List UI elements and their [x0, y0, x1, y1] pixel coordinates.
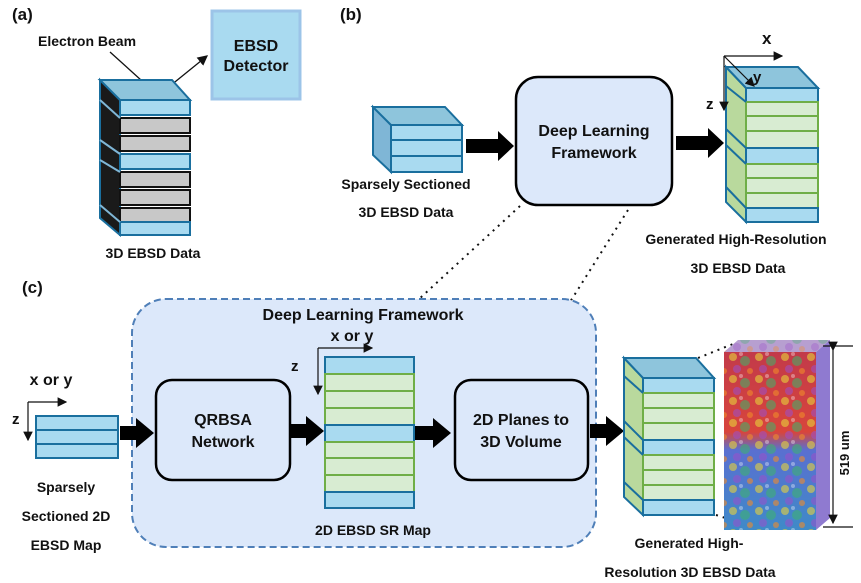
panel-c-sr-axis-z: z: [291, 358, 299, 375]
panel-b-output-stack: [723, 64, 821, 225]
panel-c-planes-line2: 3D Volume: [480, 434, 562, 451]
panel-b-output-line2: 3D EBSD Data: [691, 260, 786, 276]
panel-c-planes-line1: 2D Planes to: [473, 412, 569, 429]
panel-c-input-axis-z: z: [12, 411, 20, 428]
panel-c-qrbsa-line1: QRBSA: [194, 412, 252, 429]
panel-c-arrow-3: [415, 418, 451, 448]
ebsd-detector-box: [210, 9, 302, 101]
detector-label-line1: EBSD: [234, 38, 278, 55]
panel-c-input-axis-xy: x or y: [30, 372, 73, 389]
panel-c-arrow-4: [590, 416, 624, 446]
panel-b-input-line2: 3D EBSD Data: [359, 204, 454, 220]
panel-c-arrow-1: [120, 418, 154, 448]
panel-c-arrow-2: [290, 416, 324, 446]
panel-b-framework-line2: Framework: [551, 145, 636, 162]
panel-b-label: (b): [340, 5, 362, 24]
panel-c-sr-axis-xy: x or y: [331, 328, 374, 345]
zoom-connector-right: [569, 209, 629, 303]
panel-b-axis-y-label: y: [753, 69, 762, 86]
panel-c-framework-title: Deep Learning Framework: [263, 307, 464, 324]
volume-connector-top: [697, 341, 739, 359]
electron-beam-label: Electron Beam: [38, 33, 136, 49]
panel-c-input-line2: Sectioned 2D: [22, 508, 111, 524]
panel-b-output-line1: Generated High-Resolution: [645, 231, 826, 247]
panel-b-framework-box: [514, 75, 674, 207]
panel-c-label: (c): [22, 278, 43, 297]
panel-c-sr-map: [324, 356, 415, 509]
zoom-connector-left: [417, 205, 521, 301]
panel-b-input-line1: Sparsely Sectioned: [341, 176, 470, 192]
panel-c-qrbsa-line2: Network: [191, 434, 254, 451]
panel-b-arrow-in: [466, 131, 514, 161]
panel-a-stack-label: 3D EBSD Data: [106, 245, 201, 261]
panel-c-output-line2: Resolution 3D EBSD Data: [604, 564, 775, 580]
panel-c-input-line1: Sparsely: [37, 479, 96, 495]
panel-c-planes-box: [453, 378, 590, 482]
panel-c-qrbsa-box: [154, 378, 292, 482]
panel-a-label: (a): [12, 5, 33, 24]
scale-bar-label: 519 um: [837, 431, 852, 476]
panel-b-axis-z-label: z: [706, 96, 714, 113]
panel-c-input-map: [35, 415, 119, 459]
detector-label-line2: Detector: [224, 58, 289, 75]
panel-a-ebsd-stack: [97, 77, 193, 238]
panel-c-sr-label: 2D EBSD SR Map: [315, 522, 431, 538]
panel-b-axis-y: [723, 55, 755, 87]
panel-c-input-line3: EBSD Map: [31, 537, 102, 553]
panel-b-axis-x-label: x: [762, 29, 772, 48]
panel-b-input-stack: [370, 104, 465, 175]
reconstructed-ebsd-volume: [724, 340, 830, 530]
panel-b-framework-line1: Deep Learning: [538, 123, 649, 140]
panel-c-output-line1: Generated High-: [635, 535, 744, 551]
panel-b-arrow-out: [676, 128, 724, 158]
panel-c-output-stack: [621, 355, 717, 518]
